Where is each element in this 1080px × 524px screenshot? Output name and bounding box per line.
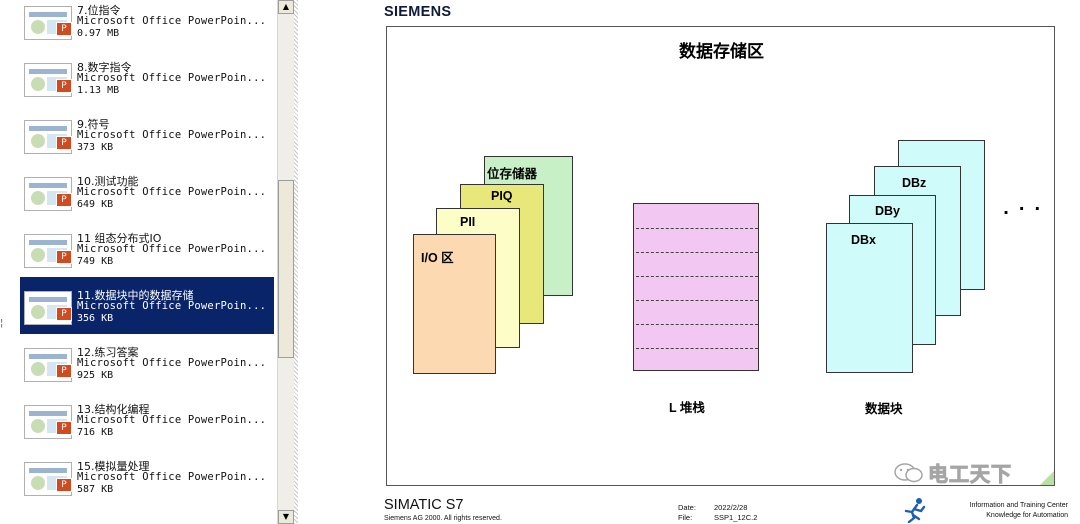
more-blocks-dots: . · ·: [1003, 199, 1043, 218]
dbz-label: DBz: [902, 176, 927, 190]
powerpoint-icon: P: [56, 307, 72, 321]
powerpoint-icon: P: [56, 193, 72, 207]
file-type: Microsoft Office PowerPoin...: [77, 300, 267, 312]
file-value: SSP1_12C.2: [714, 513, 758, 522]
stack-divider: [636, 276, 758, 277]
file-size: 587 KB: [77, 484, 114, 495]
watermark: 电工天下: [894, 458, 1012, 487]
file-size: 649 KB: [77, 199, 114, 210]
scrollbar-thumb[interactable]: [278, 180, 294, 358]
file-type: Microsoft Office PowerPoin...: [77, 186, 267, 198]
file-size: 716 KB: [77, 427, 114, 438]
file-type: Microsoft Office PowerPoin...: [77, 243, 267, 255]
file-size: 749 KB: [77, 256, 114, 267]
date-value: 2022/2/28: [714, 503, 748, 512]
file-size: 373 KB: [77, 142, 114, 153]
vertical-scrollbar[interactable]: ▲ ▼: [277, 0, 294, 524]
powerpoint-icon: P: [56, 250, 72, 264]
io-area: I/O 区: [413, 234, 496, 374]
powerpoint-icon: P: [56, 79, 72, 93]
powerpoint-icon: P: [56, 136, 72, 150]
left-edge-mark: ¦: [0, 318, 4, 329]
file-type: Microsoft Office PowerPoin...: [77, 15, 267, 27]
runner-logo-icon: [904, 498, 926, 523]
file-type: Microsoft Office PowerPoin...: [77, 471, 267, 483]
slide-title: 数据存储区: [679, 42, 764, 62]
data-block-label: 数据块: [865, 401, 903, 416]
stack-divider: [636, 252, 758, 253]
simatic-label: SIMATIC S7: [384, 497, 464, 513]
stack-divider: [636, 324, 758, 325]
pane-splitter[interactable]: [294, 0, 298, 524]
file-name: 9.符号: [77, 118, 110, 131]
stack-divider: [636, 300, 758, 301]
l-stack-label: L 堆栈: [669, 401, 705, 415]
file-name: 11 组态分布式IO: [77, 232, 162, 245]
info-line-2: Knowledge for Automation: [986, 512, 1068, 519]
file-type: Microsoft Office PowerPoin...: [77, 357, 267, 369]
file-type: Microsoft Office PowerPoin...: [77, 414, 267, 426]
io-label: I/O 区: [421, 251, 454, 265]
dby-label: DBy: [875, 204, 901, 218]
file-name: 8.数字指令: [77, 61, 132, 74]
file-type: Microsoft Office PowerPoin...: [77, 129, 267, 141]
file-name: 10.测试功能: [77, 175, 139, 188]
file-label: File:: [678, 513, 693, 522]
watermark-text: 电工天下: [928, 462, 1012, 487]
powerpoint-icon: P: [56, 478, 72, 492]
file-type: Microsoft Office PowerPoin...: [77, 72, 267, 84]
copyright-text: Siemens AG 2000. All rights reserved.: [384, 515, 502, 522]
siemens-logo: SIEMENS: [384, 4, 452, 20]
dbx-label: DBx: [851, 233, 877, 247]
bit-memory-label: 位存储器: [487, 167, 538, 181]
scroll-up-button[interactable]: ▲: [278, 0, 294, 14]
powerpoint-icon: P: [56, 22, 72, 36]
file-size: 356 KB: [77, 313, 114, 324]
file-size: 925 KB: [77, 370, 114, 381]
info-line-1: Information and Training Center: [969, 502, 1068, 509]
corner-marker: [1040, 471, 1054, 485]
date-label: Date:: [678, 503, 696, 512]
file-name: 15.模拟量处理: [77, 460, 150, 473]
powerpoint-icon: P: [56, 364, 72, 378]
file-name: 11.数据块中的数据存储: [77, 289, 194, 302]
pii-label: PII: [460, 215, 476, 229]
info-center-text: Information and Training Center Knowledg…: [908, 501, 1068, 521]
wechat-icon: [894, 462, 923, 482]
stack-divider: [636, 348, 758, 349]
file-name: 7.位指令: [77, 4, 121, 17]
data-block-x: DBx: [826, 223, 913, 373]
piq-label: PIQ: [491, 189, 513, 203]
file-size: 0.97 MB: [77, 28, 120, 39]
powerpoint-icon: P: [56, 421, 72, 435]
scroll-down-button[interactable]: ▼: [278, 510, 294, 524]
file-name: 12.练习答案: [77, 346, 139, 359]
stack-divider: [636, 228, 758, 229]
slide-view: SIEMENS 数据存储区 位存储器 PIQ PII I/O 区 L 堆栈 DB…: [298, 0, 1080, 524]
l-stack-area: [633, 203, 759, 371]
slide-content-box: 数据存储区 位存储器 PIQ PII I/O 区 L 堆栈 DBz DBy DB…: [386, 26, 1055, 486]
file-name: 13.结构化编程: [77, 403, 150, 416]
file-size: 1.13 MB: [77, 85, 120, 96]
